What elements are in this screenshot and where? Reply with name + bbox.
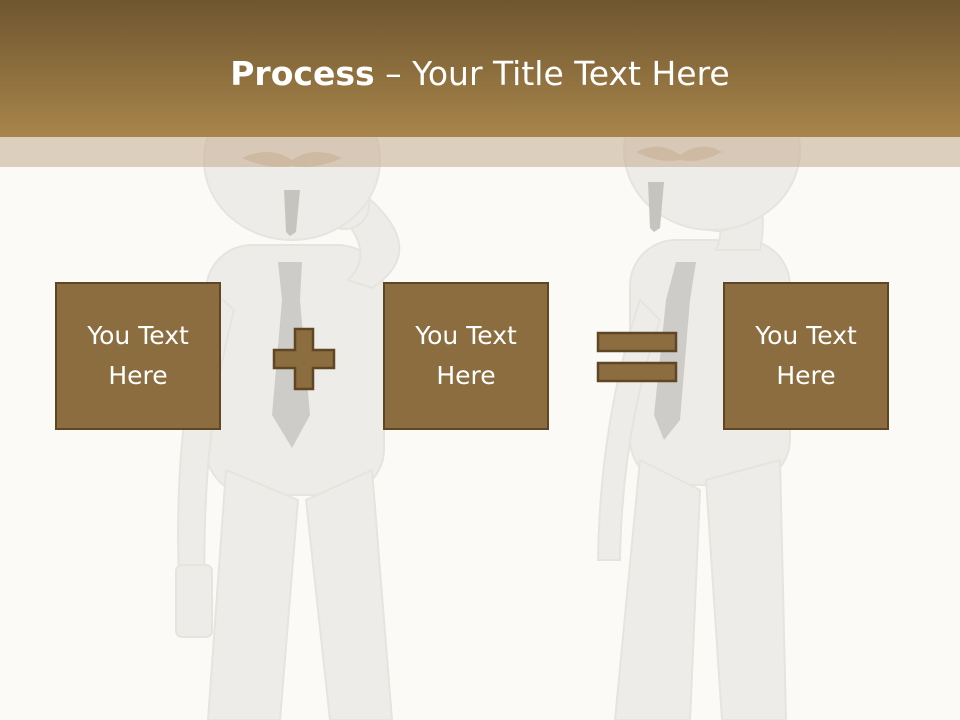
slide-title[interactable]: Process – Your Title Text Here (0, 52, 960, 96)
right-beard (648, 182, 664, 232)
text-box-2[interactable]: You Text Here (383, 282, 549, 430)
text-box-1[interactable]: You Text Here (55, 282, 221, 430)
left-beard (284, 190, 300, 236)
title-bar (0, 0, 960, 137)
slide-title-rest: – Your Title Text Here (374, 54, 730, 93)
text-box-2-label: You Text Here (415, 321, 517, 390)
plus-icon (272, 327, 336, 391)
text-box-3[interactable]: You Text Here (723, 282, 889, 430)
equals-icon (596, 331, 678, 383)
title-band (0, 137, 960, 167)
text-box-1-label: You Text Here (87, 321, 189, 390)
left-figure (175, 79, 401, 720)
text-box-3-label: You Text Here (755, 321, 857, 390)
slide-title-bold: Process (230, 54, 375, 93)
